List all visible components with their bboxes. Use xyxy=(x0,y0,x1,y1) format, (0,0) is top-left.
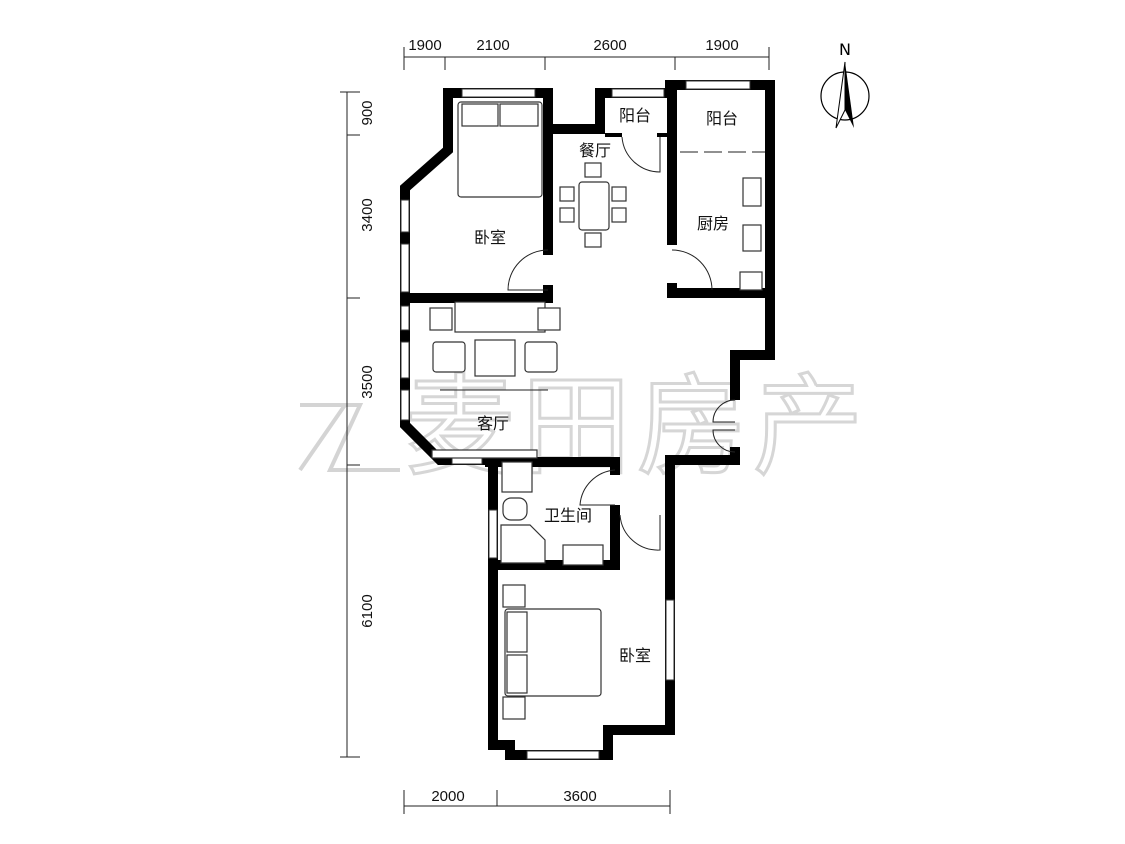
pillow-icon xyxy=(506,611,528,653)
shower-icon xyxy=(501,461,533,493)
armchair-icon xyxy=(432,341,466,373)
nightstand-icon xyxy=(502,584,526,608)
windows xyxy=(400,80,765,760)
chair-icon xyxy=(559,186,575,202)
dim-bottom-2: 3600 xyxy=(563,788,596,805)
dim-left-4: 6100 xyxy=(359,594,376,627)
label-bedroom-north: 卧室 xyxy=(474,228,506,247)
coffee-table-icon xyxy=(474,339,516,377)
side-table-icon xyxy=(537,307,561,331)
chair-icon xyxy=(584,162,602,178)
dim-top-1: 1900 xyxy=(408,37,441,54)
side-table-icon xyxy=(429,307,453,331)
toilet-icon xyxy=(502,497,528,521)
dim-bottom-1: 2000 xyxy=(431,788,464,805)
label-kitchen: 厨房 xyxy=(697,214,729,233)
washbasin-icon xyxy=(562,544,604,566)
watermark: 麦田房产 xyxy=(298,362,869,493)
pillow-icon xyxy=(461,103,499,127)
dim-left-2: 3400 xyxy=(359,198,376,231)
dim-top-4: 1900 xyxy=(705,37,738,54)
dim-left-1: 900 xyxy=(359,100,376,125)
dim-left-3: 3500 xyxy=(359,365,376,398)
compass-north-label: N xyxy=(839,40,851,59)
pillow-icon xyxy=(499,103,539,127)
bed-icon xyxy=(504,608,602,697)
furniture xyxy=(429,101,763,720)
label-living: 客厅 xyxy=(477,414,509,433)
sofa-icon xyxy=(454,301,546,333)
dim-top-2: 2100 xyxy=(476,37,509,54)
bottom-dimension-line: 2000 3600 xyxy=(403,788,671,814)
dim-top-3: 2600 xyxy=(593,37,626,54)
doors xyxy=(507,136,736,551)
watermark-text: 麦田房产 xyxy=(405,363,869,491)
armchair-icon xyxy=(524,341,558,373)
label-balcony-west: 阳台 xyxy=(619,106,651,125)
left-dimension-line: 900 3400 3500 6100 xyxy=(340,91,376,758)
north-compass-icon: N xyxy=(820,40,870,129)
watermark-logo-icon xyxy=(298,403,400,472)
nightstand-icon xyxy=(502,696,526,720)
chair-icon xyxy=(611,207,627,223)
pillow-icon xyxy=(506,654,528,694)
top-dimension-line: 1900 2100 2600 1900 xyxy=(403,37,770,70)
dining-table-icon xyxy=(578,181,610,231)
chair-icon xyxy=(611,186,627,202)
stove-icon xyxy=(742,177,762,207)
chair-icon xyxy=(559,207,575,223)
chair-icon xyxy=(584,232,602,248)
label-bedroom-south: 卧室 xyxy=(619,646,651,665)
label-bathroom: 卫生间 xyxy=(544,506,592,525)
bathtub-icon xyxy=(500,524,546,564)
tv-cabinet-icon xyxy=(431,449,538,459)
room-labels: 卧室 餐厅 阳台 阳台 厨房 客厅 卫生间 卧室 xyxy=(474,106,738,665)
label-dining: 餐厅 xyxy=(579,141,611,160)
fridge-icon xyxy=(739,271,763,291)
sink-icon xyxy=(742,224,762,252)
label-balcony-east: 阳台 xyxy=(706,109,738,128)
